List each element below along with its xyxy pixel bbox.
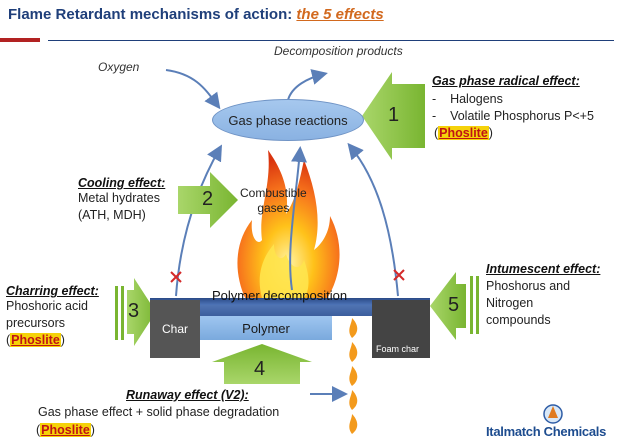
foam-char-label: Foam char (376, 344, 420, 354)
runaway-effect-title-text: Runaway effect (V2): (126, 388, 249, 402)
gas-phase-item-2-text: Volatile Phosphorus P<+5 (450, 109, 594, 123)
effect-arrow-4 (212, 344, 312, 384)
effect-number-5: 5 (448, 294, 460, 316)
polymer-label: Polymer (242, 320, 290, 336)
effect-number-3: 3 (128, 300, 140, 322)
effect-number-1: 1 (388, 104, 400, 126)
cooling-line-1: Metal hydrates (78, 191, 160, 205)
intumescent-line-3: compounds (486, 313, 551, 327)
cooling-effect-block: Cooling effect: Metal hydrates (ATH, MDH… (78, 176, 165, 224)
title-accent-bar (0, 38, 40, 42)
gas-phase-item-1-text: Halogens (450, 92, 503, 106)
flame-inner (259, 244, 309, 298)
block-mark-left (170, 271, 182, 283)
gas-phase-effect-block: Gas phase radical effect: - Halogens - V… (432, 74, 594, 142)
effect-arrow-1 (362, 72, 425, 160)
runaway-line-1: Gas phase effect + solid phase degradati… (38, 405, 280, 419)
intumescent-effect-block: Intumescent effect: Phoshorus and Nitrog… (486, 262, 600, 329)
gas-flow-arrow (289, 146, 308, 291)
char-label: Char (161, 322, 188, 336)
intumescent-line-2: Nitrogen (486, 296, 534, 310)
foam-flow-arrow (347, 142, 399, 297)
effect-arrow-5 (430, 272, 479, 340)
charring-line-1: Phoshoric acid (6, 299, 88, 313)
gas-phase-reactions-node: Gas phase reactions (212, 99, 364, 141)
title-highlight: the 5 effects (296, 6, 384, 23)
intumescent-line-1: Phoshorus and (486, 279, 571, 293)
page-title: Flame Retardant mechanisms of action: th… (8, 6, 384, 23)
runaway-phoslite-row: (Phoslite) (36, 423, 95, 437)
gas-phase-phoslite-row: (Phoslite) (434, 126, 493, 140)
combustible-line-2: gases (257, 201, 290, 215)
effect-number-4: 4 (254, 358, 266, 380)
decomposition-products-label: Decomposition products (274, 44, 403, 58)
gas-phase-effect-title: Gas phase radical effect: (432, 74, 580, 88)
cooling-line-2: (ATH, MDH) (78, 208, 146, 222)
charring-effect-block: Charring effect: Phoshoric acid precurso… (6, 284, 99, 349)
combustible-gases-label: Combustible gases (240, 186, 307, 216)
combustible-line-1: Combustible (240, 186, 307, 200)
gas-phase-reactions-label: Gas phase reactions (228, 112, 348, 128)
foam-char-block: Foam char (372, 300, 430, 358)
char-block: Char (150, 300, 200, 358)
title-main: Flame Retardant mechanisms of action: (8, 6, 293, 23)
gas-phase-item-1: - Halogens (432, 92, 503, 106)
charring-line-2: precursors (6, 316, 66, 330)
charring-effect-title: Charring effect: (6, 284, 99, 298)
intumescent-effect-title: Intumescent effect: (486, 262, 601, 276)
brand-logo-icon (543, 404, 563, 424)
runaway-effect-title: Runaway effect (V2): (126, 386, 249, 404)
gas-phase-item-2: - Volatile Phosphorus P<+5 (432, 109, 594, 123)
char-flow-arrow (175, 144, 222, 297)
oxygen-arrow (165, 69, 221, 110)
polymer-decomposition-layer (150, 298, 430, 305)
phoslite-badge-charring: Phoslite (10, 333, 61, 347)
polymer-block: Polymer (200, 316, 332, 340)
cooling-effect-title: Cooling effect: (78, 176, 166, 190)
polymer-decomposition-label: Polymer decomposition (212, 288, 348, 303)
charring-phoslite-row: (Phoslite) (6, 333, 65, 347)
brand-name: Italmatch Chemicals (486, 424, 607, 439)
polymer-decomposition-band (200, 305, 372, 316)
phoslite-badge-gas: Phoslite (438, 126, 489, 140)
effect-number-2: 2 (202, 188, 214, 210)
phoslite-badge-runaway: Phoslite (40, 423, 91, 437)
oxygen-label: Oxygen (98, 60, 140, 74)
block-mark-right (393, 269, 405, 281)
title-divider (48, 40, 614, 41)
effect-arrow-2 (178, 172, 238, 228)
products-arrow (287, 69, 328, 101)
effect-arrow-3 (115, 278, 156, 346)
small-flames (349, 318, 358, 434)
